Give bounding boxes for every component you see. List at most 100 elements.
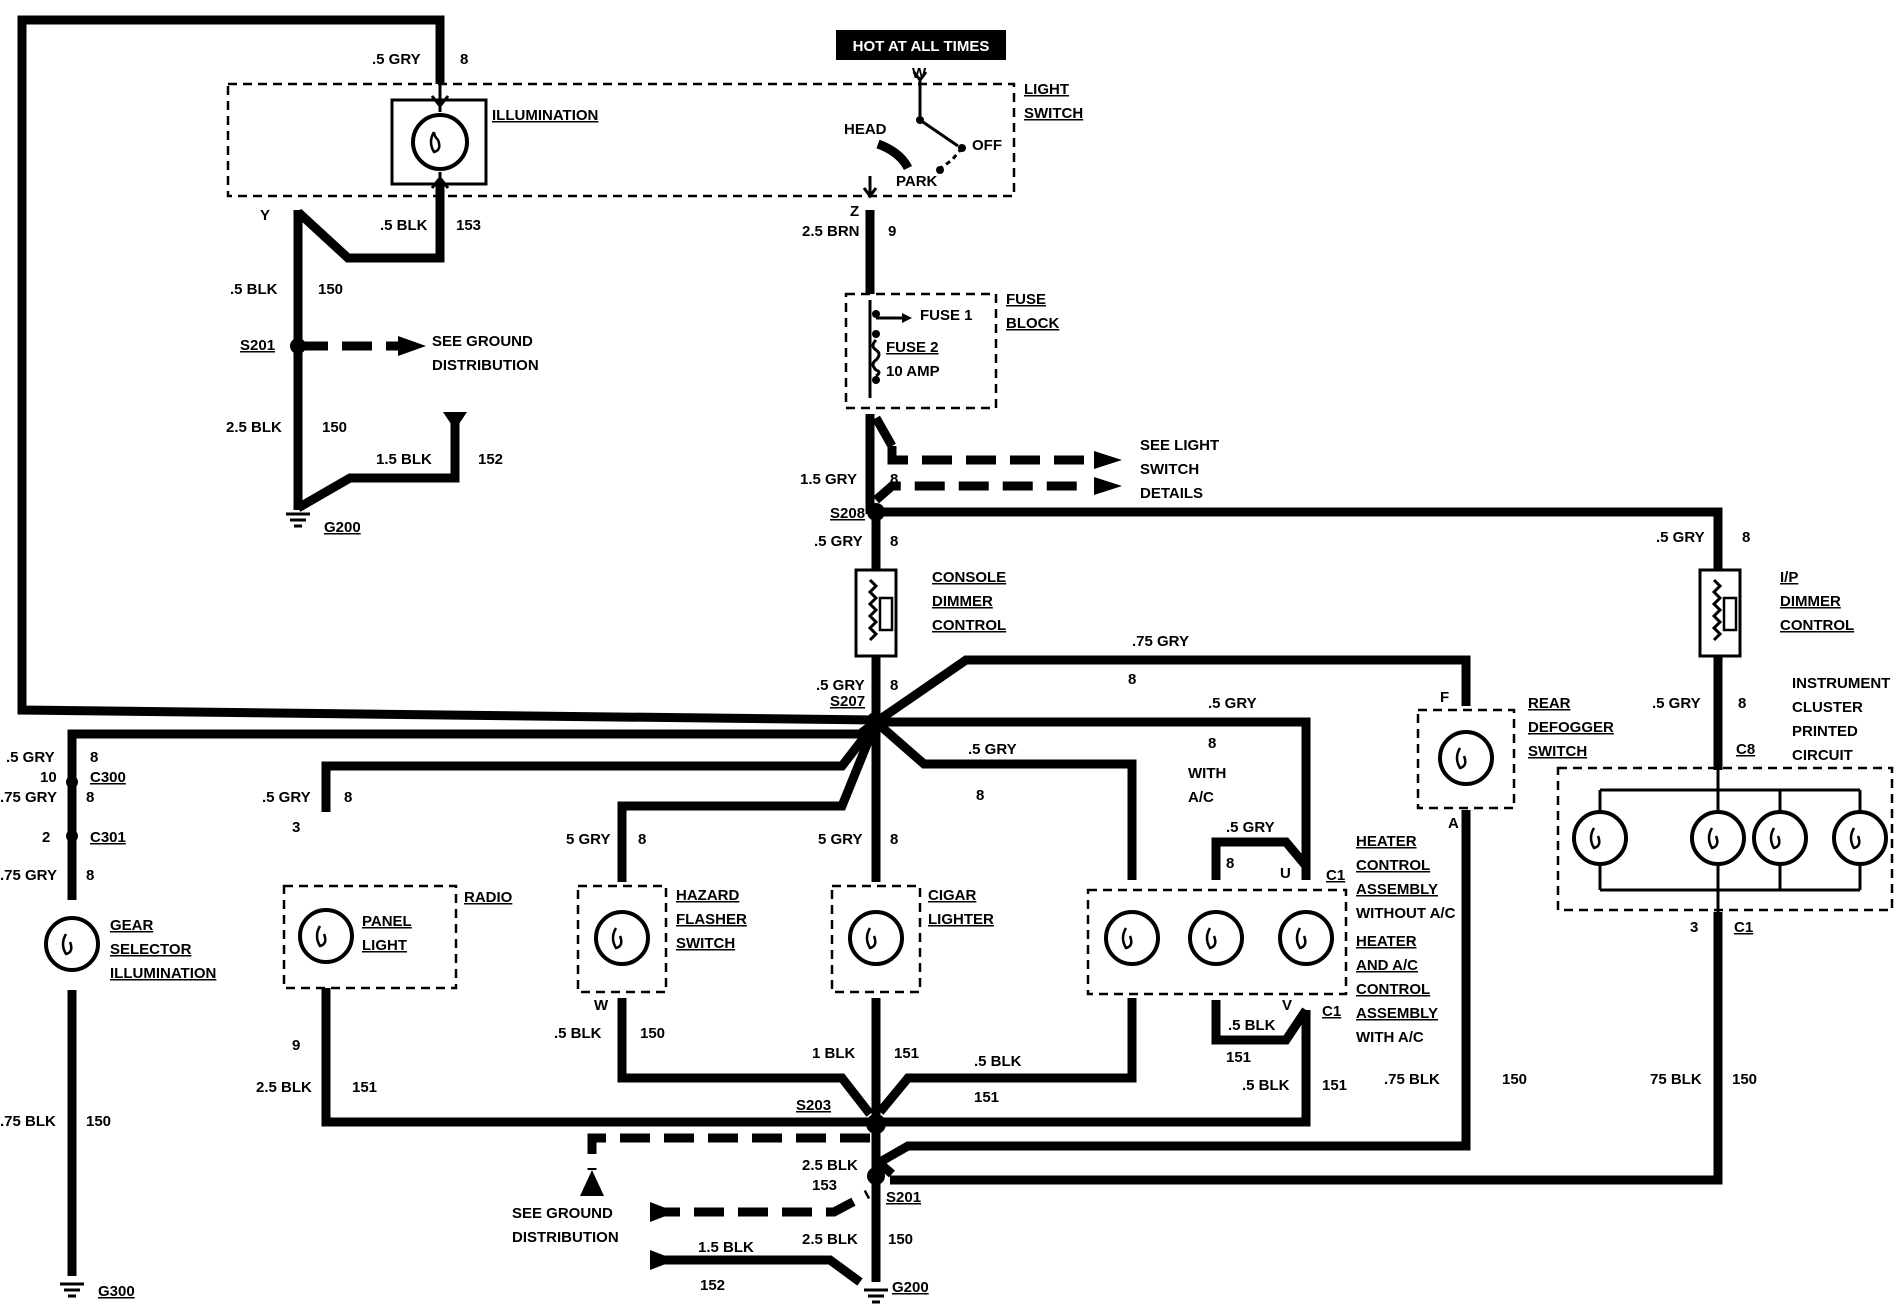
wire-black-hazard	[617, 998, 874, 1117]
wire-label-gry15-n: 8	[890, 471, 898, 488]
heater-lamp-3	[1278, 910, 1334, 966]
ground-g200-bottom-icon	[864, 1288, 888, 1304]
component-boxes	[226, 82, 1894, 996]
wire-black-cluster	[890, 912, 1723, 1185]
wire-label-blk-cigar-n: 151	[894, 1045, 919, 1062]
wire-label-brn: 2.5 BRN	[802, 223, 860, 240]
wire-gray-gear	[67, 718, 879, 900]
wire-label-blk-g200-n: 150	[888, 1231, 913, 1248]
ground-152-top-icon	[443, 412, 467, 430]
panel-light-2: LIGHT	[362, 937, 407, 954]
wire-label-gry-gear-a-n: 8	[90, 749, 98, 766]
wire-label-gry-gear-a: .5 GRY	[6, 749, 55, 766]
fuse2-label: FUSE 2	[886, 339, 939, 356]
wire-gray-ip	[876, 507, 1723, 570]
illumination-label: ILLUMINATION	[492, 107, 598, 124]
arrow-ground-bottom-2	[650, 1202, 676, 1222]
pin-3-radio: 3	[292, 819, 300, 836]
fuse2-rating: 10 AMP	[886, 363, 940, 380]
wire-label-gry-cluster-n: 8	[1738, 695, 1746, 712]
wire-label-gry-gear-b-n: 8	[86, 789, 94, 806]
rear-defogger-2: DEFOGGER	[1528, 719, 1614, 736]
pin-2: 2	[42, 829, 50, 846]
splice-s207-label: S207	[830, 693, 865, 710]
fuse1-label: FUSE 1	[920, 307, 973, 324]
wire-black-152-top	[295, 418, 460, 512]
wire-label-gry-radio: .5 GRY	[262, 789, 311, 806]
console-dimmer-box	[854, 568, 898, 658]
wire-label-blk-hazard: .5 BLK	[554, 1025, 602, 1042]
splice-nodes	[66, 338, 886, 1185]
heater-without-1: HEATER	[1356, 833, 1417, 850]
cluster-box	[1556, 766, 1894, 912]
console-dimmer-3: CONTROL	[932, 617, 1006, 634]
ip-dimmer-box	[1698, 568, 1742, 658]
wire-label-blk-radio: 2.5 BLK	[256, 1079, 312, 1096]
console-dimmer-1: CONSOLE	[932, 569, 1006, 586]
connector-c8: C8	[1736, 741, 1755, 758]
wire-label-gry075-n: 8	[1128, 671, 1136, 688]
cigar-1: CIGAR	[928, 887, 977, 904]
light-switch-label-1: LIGHT	[1024, 81, 1069, 98]
wire-label-blk-heater-v: .5 BLK	[1242, 1077, 1290, 1094]
cluster-lamps	[1572, 770, 1888, 912]
heater-with-1: HEATER	[1356, 933, 1417, 950]
connector-c301-node	[66, 830, 78, 842]
wire-black-radio	[321, 988, 870, 1127]
wire-label-gry-radio-n: 8	[344, 789, 352, 806]
wire-label-blk-loop-n: 151	[1226, 1049, 1251, 1066]
wire-label-blk-cigar: 1 BLK	[812, 1045, 856, 1062]
cigar-lamp	[848, 910, 904, 966]
wire-gray-heater	[873, 718, 1137, 880]
pin-f: F	[1440, 689, 1449, 706]
splice-s208-label: S208	[830, 505, 865, 522]
pin-w: W	[594, 997, 609, 1014]
wire-label-top-gry-n: 8	[460, 51, 468, 68]
banner-hot	[836, 30, 1006, 60]
fuse-block-box	[844, 292, 998, 410]
panel-lamp	[298, 908, 354, 964]
wire-label-blk-hazard-n: 150	[640, 1025, 665, 1042]
rear-defogger-1: REAR	[1528, 695, 1571, 712]
heater-lamp-1	[1104, 910, 1160, 966]
splice-s201-top	[290, 338, 306, 354]
fuse-block-label-2: BLOCK	[1006, 315, 1059, 332]
hazard-3: SWITCH	[676, 935, 735, 952]
wire-label-blk-defog-n: 150	[1502, 1071, 1527, 1088]
wire-label-gry-gear-c: .75 GRY	[0, 867, 57, 884]
wire-label-gry-heater-n: 8	[976, 787, 984, 804]
wire-black-heater	[876, 998, 1137, 1115]
labels: .5 GRY 8 ILLUMINATION W HEAD OFF PARK LI…	[0, 51, 1890, 1300]
connector-c1-c: C1	[1734, 919, 1753, 936]
wire-label-gry-cluster: .5 GRY	[1652, 695, 1701, 712]
wire-label-gry15: 1.5 GRY	[800, 471, 857, 488]
wire-label-gry-ip: .5 GRY	[1656, 529, 1705, 546]
wire-label-blk-gear: .75 BLK	[0, 1113, 56, 1130]
wire-stub-2	[873, 1156, 895, 1178]
see-ground-top-2: DISTRIBUTION	[432, 357, 539, 374]
pin-u: U	[1280, 865, 1291, 882]
wire-label-blk-gear-n: 150	[86, 1113, 111, 1130]
splice-s203	[866, 1114, 886, 1134]
reference-leads	[298, 336, 1122, 1270]
pin-9-radio: 9	[292, 1037, 300, 1054]
arrow-152-bottom	[650, 1250, 676, 1270]
splice-s201-top-label: S201	[240, 337, 275, 354]
see-ground-top-1: SEE GROUND	[432, 333, 533, 350]
wire-label-gry-gear-c-n: 8	[86, 867, 94, 884]
wire-label-gry-gear-b: .75 GRY	[0, 789, 57, 806]
splice-s208	[867, 503, 885, 521]
wire-label-blk-radio-n: 151	[352, 1079, 377, 1096]
lamps	[44, 730, 1888, 972]
pin-a: A	[1448, 815, 1459, 832]
wires	[17, 15, 1723, 1286]
ground-symbols	[60, 412, 888, 1304]
wire-label-gry-ac: .5 GRY	[1208, 695, 1257, 712]
heater-with-3: CONTROL	[1356, 981, 1430, 998]
cluster-1: INSTRUMENT	[1792, 675, 1890, 692]
see-light-switch-2: SWITCH	[1140, 461, 1199, 478]
wire-black-defog	[877, 810, 1471, 1166]
wire-label-blk150a-n: 150	[318, 281, 343, 298]
wire-gray-radio	[321, 719, 880, 812]
